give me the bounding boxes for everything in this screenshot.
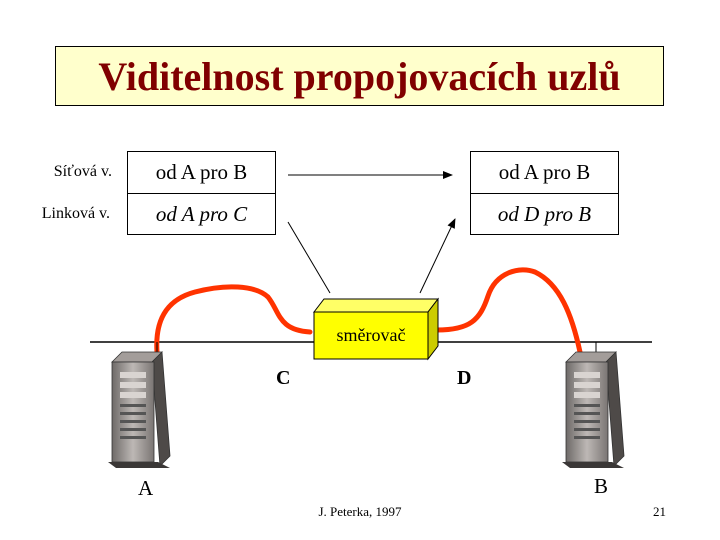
right-table-network-cell: od A pro B [470,151,619,194]
path-a-to-router [154,284,313,355]
host-b-tower [562,342,625,468]
port-label-c: C [276,367,291,389]
host-label-a: A [138,476,154,500]
left-table-link-cell: od A pro C [127,193,276,235]
page-title: Viditelnost propojovacích uzlů [98,53,621,99]
row-label-link: Linková v. [41,205,110,222]
port-label-d: D [457,367,472,389]
left-table-to-router-line [287,221,331,294]
path-router-to-b [434,267,583,355]
router-to-right-table-line [419,218,456,294]
router-label-container: směrovač [314,312,428,359]
footer-author: J. Peterka, 1997 [318,504,402,519]
host-a-tower [108,342,171,468]
host-label-b: B [594,474,609,498]
right-table-link-cell: od D pro B [470,193,619,235]
title-box: Viditelnost propojovacích uzlů [55,46,664,106]
router-box [312,297,440,361]
row-label-network: Síťová v. [53,163,112,180]
left-table-network-cell: od A pro B [127,151,276,194]
router-label: směrovač [336,325,406,345]
page-number: 21 [653,504,666,519]
